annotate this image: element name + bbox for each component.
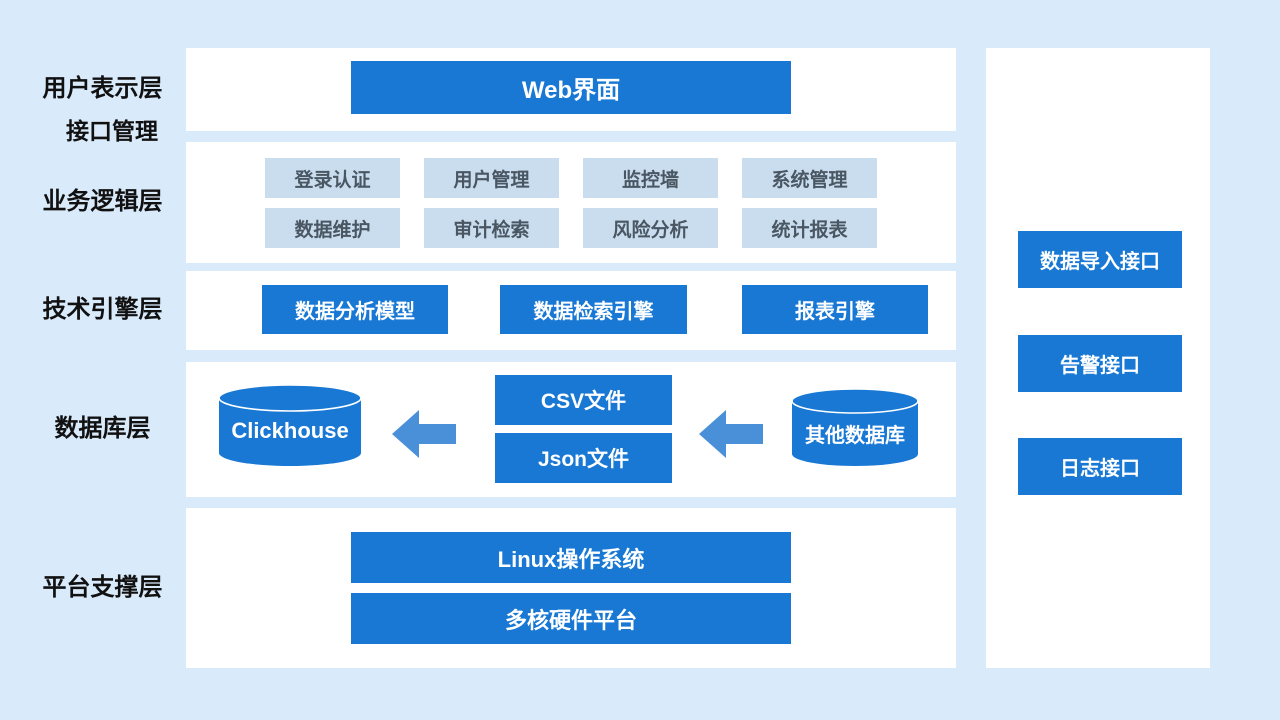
left-arrow-icon <box>699 410 763 458</box>
layer-label-platform: 平台支撑层 <box>42 574 163 601</box>
layer-label-engine: 技术引擎层 <box>42 296 163 323</box>
node-login-auth: 登录认证 <box>265 158 400 198</box>
database-cylinder-icon <box>218 384 362 466</box>
database-cylinder-icon <box>791 388 919 466</box>
node-alarm-interface: 告警接口 <box>1018 335 1182 392</box>
node-system-management: 系统管理 <box>742 158 877 198</box>
node-monitor-wall: 监控墙 <box>583 158 718 198</box>
node-csv-file: CSV文件 <box>495 375 672 425</box>
node-multicore-hardware: 多核硬件平台 <box>351 593 791 644</box>
node-json-file: Json文件 <box>495 433 672 483</box>
node-clickhouse-db: Clickhouse <box>217 384 363 468</box>
node-risk-analysis: 风险分析 <box>583 208 718 248</box>
interface-panel-title: 接口管理 <box>66 118 158 144</box>
layer-label-database: 数据库层 <box>54 415 151 442</box>
other-database-label: 其他数据库 <box>805 424 905 447</box>
node-audit-search: 审计检索 <box>424 208 559 248</box>
node-log-interface: 日志接口 <box>1018 438 1182 495</box>
node-analysis-model: 数据分析模型 <box>262 285 448 334</box>
node-data-import-interface: 数据导入接口 <box>1018 231 1182 288</box>
node-web-interface: Web界面 <box>351 61 791 114</box>
node-user-management: 用户管理 <box>424 158 559 198</box>
left-arrow-icon <box>392 410 456 458</box>
node-search-engine: 数据检索引擎 <box>500 285 687 334</box>
node-report-engine: 报表引擎 <box>742 285 928 334</box>
node-other-database: 其他数据库 <box>790 388 920 468</box>
layer-label-presentation: 用户表示层 <box>42 75 163 102</box>
layer-label-business: 业务逻辑层 <box>42 188 163 215</box>
node-linux-os: Linux操作系统 <box>351 532 791 583</box>
clickhouse-label: Clickhouse <box>231 418 349 443</box>
node-statistics-report: 统计报表 <box>742 208 877 248</box>
node-data-maintenance: 数据维护 <box>265 208 400 248</box>
